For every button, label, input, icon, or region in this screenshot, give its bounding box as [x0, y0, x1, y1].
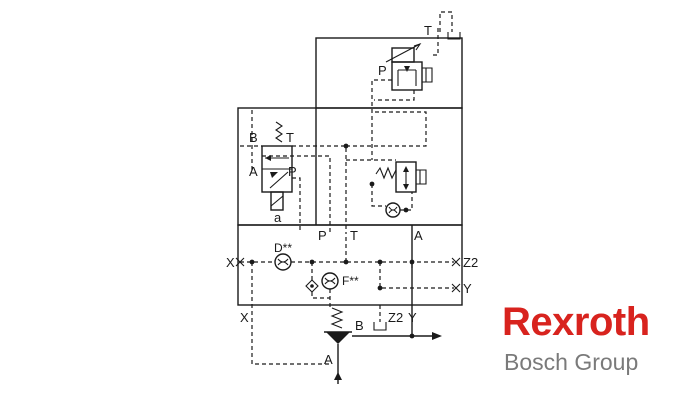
- junction-dot: [409, 259, 415, 265]
- pump-spring: [330, 307, 344, 329]
- junction-dot: [343, 143, 349, 149]
- relief-adjust-arrowhead: [413, 42, 422, 51]
- junction-dot: [343, 259, 349, 265]
- brand-logo: Rexroth Bosch Group: [498, 300, 688, 390]
- main-a-label: A: [414, 228, 423, 243]
- relief-tank-drain: [430, 28, 439, 56]
- tank-return-pilot-line: [346, 111, 427, 147]
- y-right-label: Y: [463, 281, 472, 296]
- z2-bottom-label: Z2: [388, 310, 403, 325]
- solenoid-diagonal: [270, 195, 284, 207]
- junction-dot: [309, 259, 315, 265]
- cartridge-spring: [375, 166, 397, 180]
- valve-spring: [275, 121, 283, 143]
- relief-solenoid-box: [391, 47, 415, 63]
- plug-z2-right: [451, 257, 461, 267]
- b-outlet-arrow: [432, 332, 442, 340]
- a-pump-label: A: [324, 352, 333, 367]
- relief-pilot-line: [371, 79, 392, 160]
- tank-connection-line: [439, 11, 453, 32]
- pump-inlet-arrow: [334, 372, 342, 380]
- main-p-label: P: [318, 228, 327, 243]
- y-drain-line: [379, 262, 454, 289]
- relief-spring-box: [422, 67, 433, 83]
- junction-dot: [377, 285, 383, 291]
- relief-valve-passage: [397, 69, 417, 86]
- y-bottom-label: Y: [408, 310, 417, 325]
- plug-x-left: [235, 257, 245, 267]
- relief-flow-arrow: [404, 66, 410, 72]
- flow-meter-to-cartridge: [400, 192, 413, 211]
- orifice-d-mark: [277, 258, 289, 266]
- x-external-line: [251, 262, 332, 365]
- tank-symbol: [447, 32, 461, 40]
- valve-a-label: A: [249, 164, 258, 179]
- valve-lower-arrow: [270, 172, 278, 178]
- valve-main-p-line: [262, 155, 331, 232]
- junction-dot: [377, 259, 383, 265]
- valve-p-label: P: [288, 164, 297, 179]
- relief-return-line: [374, 90, 415, 101]
- cartridge-pilot-line: [371, 184, 386, 207]
- plug-y-right: [451, 283, 461, 293]
- x-left-label: X: [226, 255, 235, 270]
- relief-adjust-arrow: [385, 43, 421, 63]
- valve-t-pilot-line: [292, 145, 347, 232]
- check-valve-ball: [310, 284, 314, 288]
- brand-name: Rexroth: [502, 300, 650, 344]
- valve-b-label: B: [249, 130, 258, 145]
- junction-dot: [369, 181, 375, 187]
- cartridge-arrows: [403, 166, 409, 190]
- tank-label: T: [424, 23, 432, 38]
- valve-lower-passage: [269, 171, 289, 189]
- relief-block-outline: [315, 37, 463, 109]
- orifice-f-label: F**: [342, 274, 359, 288]
- z2-tank-symbol: [373, 322, 387, 331]
- brand-group: Bosch Group: [504, 349, 639, 375]
- flow-meter-upper-mark: [388, 206, 398, 214]
- main-t-label: T: [350, 228, 358, 243]
- cartridge-valve-body: [395, 161, 417, 193]
- check-valve: [305, 279, 319, 293]
- orifice-f-mark: [324, 277, 336, 285]
- relief-p-label: P: [378, 63, 387, 78]
- check-outlet-line: [311, 292, 330, 299]
- x-bottom-label: X: [240, 310, 249, 325]
- b-pump-label: B: [355, 318, 364, 333]
- z2-right-label: Z2: [463, 255, 478, 270]
- junction-dot: [409, 333, 415, 339]
- valve-t-label: T: [286, 130, 294, 145]
- solenoid-coil: [270, 191, 284, 211]
- junction-dot: [403, 207, 409, 213]
- solenoid-label: a: [274, 210, 282, 225]
- relief-valve-body: [391, 61, 423, 91]
- cartridge-end-box: [416, 169, 427, 185]
- pump-triangle: [326, 332, 350, 344]
- orifice-d-label: D**: [274, 241, 292, 255]
- valve-p-pilot-line: [292, 177, 301, 232]
- base-plate-outline: [237, 224, 463, 306]
